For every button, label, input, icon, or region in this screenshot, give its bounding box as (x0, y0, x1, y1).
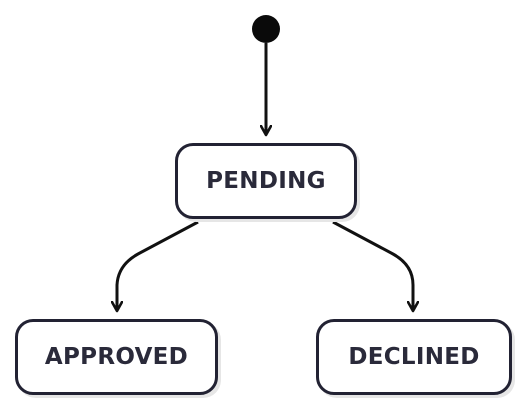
state-declined-label: DECLINED (348, 344, 480, 370)
transition-pending-to-approved (117, 220, 199, 310)
state-approved[interactable]: APPROVED (15, 319, 218, 395)
state-pending[interactable]: PENDING (175, 143, 357, 219)
state-declined[interactable]: DECLINED (316, 319, 512, 395)
transition-pending-to-declined (332, 220, 413, 310)
state-approved-label: APPROVED (44, 344, 189, 370)
state-pending-label: PENDING (206, 168, 326, 194)
initial-state-dot (252, 15, 280, 43)
